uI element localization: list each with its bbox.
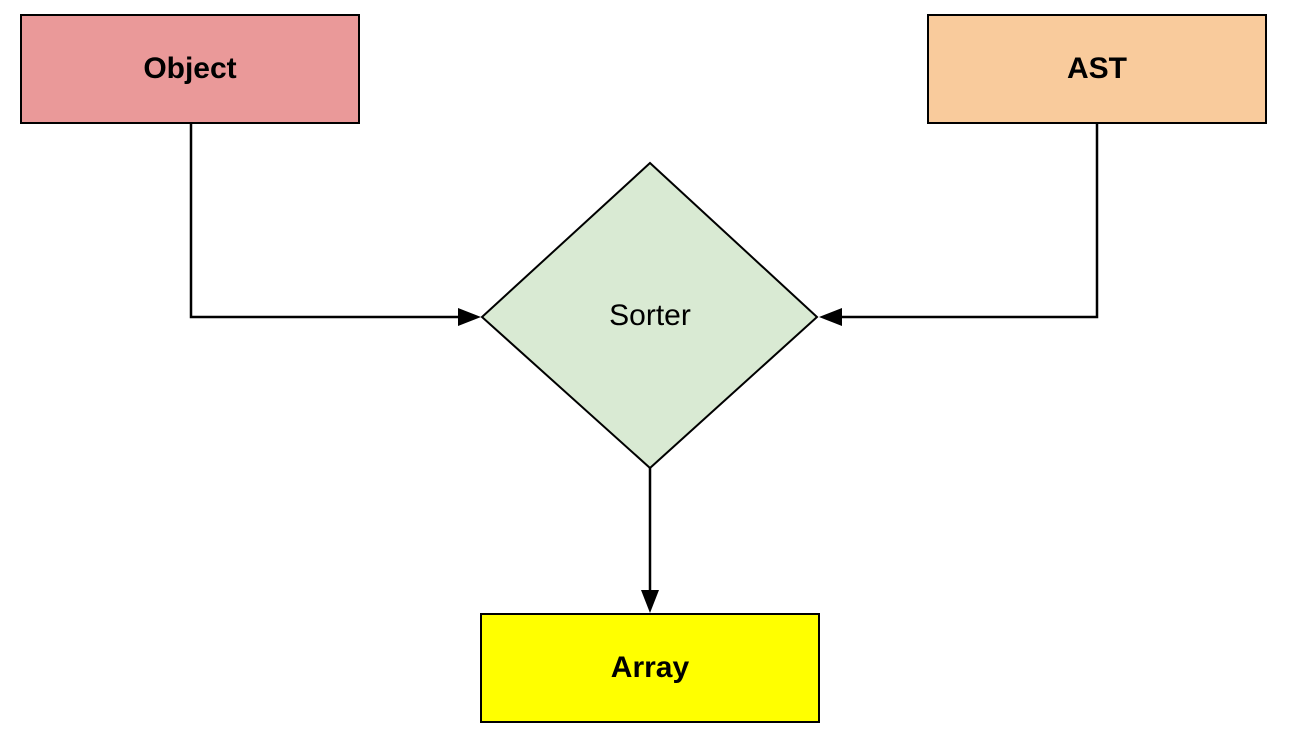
- node-object: Object: [20, 14, 360, 124]
- node-ast: AST: [927, 14, 1267, 124]
- sorter-label: Sorter: [609, 299, 691, 332]
- edge-object-to-sorter: [189, 124, 481, 326]
- object-box: [20, 14, 360, 124]
- node-sorter: Sorter: [480, 161, 819, 470]
- arrowhead-right: [458, 308, 481, 326]
- arrowhead-left: [819, 308, 842, 326]
- array-label: Array: [611, 651, 690, 684]
- object-label: Object: [143, 52, 236, 85]
- sorter-diamond: [480, 161, 819, 470]
- ast-label: AST: [1067, 52, 1127, 85]
- node-array: Array: [480, 613, 820, 723]
- edge-sorter-to-array: [641, 468, 659, 613]
- edge-ast-to-sorter: [819, 124, 1099, 326]
- arrowhead-down: [641, 590, 659, 613]
- array-box: [480, 613, 820, 723]
- ast-box: [927, 14, 1267, 124]
